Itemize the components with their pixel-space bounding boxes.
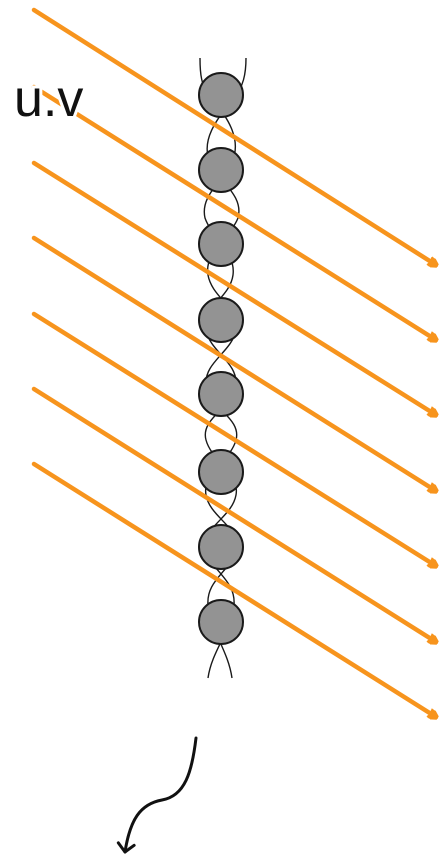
bead: [199, 372, 243, 416]
beads: [199, 73, 243, 644]
arrow-right-down-icon: [34, 464, 436, 717]
uv-label: u.v: [14, 70, 83, 128]
bead: [199, 73, 243, 117]
bead: [199, 298, 243, 342]
bead: [199, 148, 243, 192]
arrow-right-down-icon: [34, 238, 436, 491]
arrow-right-down-icon: [34, 314, 436, 566]
bead: [199, 222, 243, 266]
curved-arrow-down-left-icon: [125, 738, 196, 852]
bead: [199, 525, 243, 569]
bead: [199, 450, 243, 494]
bead: [199, 600, 243, 644]
